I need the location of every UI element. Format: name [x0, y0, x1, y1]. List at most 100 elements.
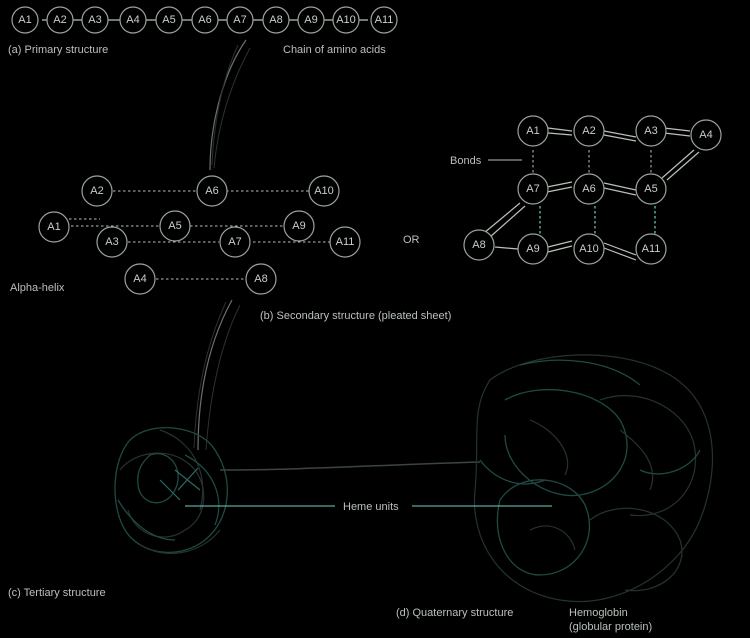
- primary-node-a5: A5: [155, 6, 183, 34]
- helix-node-a3: A3: [96, 226, 128, 258]
- svg-text:A11: A11: [375, 14, 394, 26]
- primary-node-a2: A2: [46, 6, 74, 34]
- primary-node-a7: A7: [226, 6, 254, 34]
- helix-node-a11: A11: [329, 226, 361, 258]
- sheet-node-a3: A3: [635, 115, 667, 147]
- sheet-node-a2: A2: [573, 115, 605, 147]
- svg-text:A7: A7: [526, 183, 539, 195]
- svg-text:A1: A1: [47, 221, 60, 233]
- helix-node-a5: A5: [159, 210, 191, 242]
- primary-node-a8: A8: [262, 6, 290, 34]
- protein-type: (globular protein): [569, 621, 652, 633]
- sheet-bond: [532, 150, 652, 173]
- svg-text:A3: A3: [88, 14, 101, 26]
- svg-text:A3: A3: [105, 236, 118, 248]
- sheet-backbone: [547, 132, 691, 142]
- svg-text:A10: A10: [579, 243, 599, 255]
- sheet-node-a1: A1: [517, 115, 549, 147]
- primary-node-a10: A10: [332, 6, 360, 34]
- sheet-backbone: [546, 181, 637, 191]
- sheet-node-a5: A5: [635, 173, 667, 205]
- helix-node-a1: A1: [38, 211, 70, 243]
- arrow-shade: [193, 301, 241, 451]
- svg-text:A7: A7: [228, 236, 241, 248]
- svg-text:A9: A9: [526, 243, 539, 255]
- sheet-backbone: [547, 240, 637, 256]
- svg-text:A4: A4: [133, 273, 146, 285]
- chain-label: Chain of amino acids: [283, 44, 386, 56]
- svg-text:A8: A8: [472, 239, 485, 251]
- svg-text:A7: A7: [233, 14, 246, 26]
- tertiary-structure-ribbon: [114, 427, 228, 554]
- alpha-helix: A2 A6 A10 A1 A5 A9 A3 A7 A11 A4 A8 Alpha…: [10, 175, 361, 295]
- tertiary-caption: (c) Tertiary structure: [8, 587, 106, 599]
- pleated-sheet: Bonds A1 A2 A3 A4 A7 A6 A5 A8 A9 A10 A11…: [260, 115, 722, 322]
- sheet-backbone: [547, 127, 691, 138]
- sheet-node-a10: A10: [573, 233, 605, 265]
- svg-text:A11: A11: [336, 236, 355, 248]
- primary-caption: (a) Primary structure: [8, 44, 108, 56]
- svg-text:A2: A2: [90, 185, 103, 197]
- svg-text:A8: A8: [269, 14, 282, 26]
- primary-node-a11: A11: [370, 6, 398, 34]
- svg-text:A4: A4: [699, 129, 712, 141]
- helix-node-a7: A7: [219, 226, 251, 258]
- svg-text:A5: A5: [168, 220, 181, 232]
- sheet-node-a11: A11: [635, 233, 667, 265]
- sheet-bond: [539, 206, 656, 234]
- svg-text:A6: A6: [198, 14, 211, 26]
- helix-node-a4: A4: [124, 263, 156, 295]
- svg-text:A10: A10: [336, 14, 356, 26]
- svg-text:A6: A6: [205, 185, 218, 197]
- svg-text:A4: A4: [126, 14, 139, 26]
- primary-node-a1: A1: [11, 6, 39, 34]
- sheet-node-a4: A4: [690, 119, 722, 151]
- helix-node-a10: A10: [308, 175, 340, 207]
- heme-label: Heme units: [343, 501, 399, 513]
- quaternary-caption: (d) Quaternary structure: [396, 607, 513, 619]
- svg-text:A11: A11: [642, 243, 661, 255]
- svg-text:A6: A6: [582, 183, 595, 195]
- sheet-node-a6: A6: [573, 173, 605, 205]
- primary-to-secondary-arrow: [209, 39, 247, 171]
- sheet-backbone: [547, 245, 637, 261]
- svg-text:A8: A8: [254, 273, 267, 285]
- sheet-turn: [494, 246, 519, 250]
- secondary-to-tertiary-arrow: [197, 299, 233, 451]
- svg-text:A2: A2: [582, 125, 595, 137]
- primary-node-a9: A9: [297, 6, 325, 34]
- primary-structure: A1 A2 A3 A4 A5 A6 A7 A8 A9 A10 A11 (a) P…: [8, 6, 398, 56]
- helix-node-a6: A6: [196, 175, 228, 207]
- helix-node-a9: A9: [283, 210, 315, 242]
- svg-text:A1: A1: [526, 125, 539, 137]
- primary-node-a3: A3: [81, 6, 109, 34]
- svg-text:A1: A1: [18, 14, 31, 26]
- svg-text:A5: A5: [162, 14, 175, 26]
- svg-text:A5: A5: [644, 183, 657, 195]
- helix-node-a8: A8: [245, 263, 277, 295]
- helix-bond: [69, 218, 285, 227]
- protein-name: Hemoglobin: [569, 607, 628, 619]
- helix-node-a2: A2: [81, 175, 113, 207]
- sheet-node-a8: A8: [463, 229, 495, 261]
- helix-caption: Alpha-helix: [10, 282, 65, 294]
- svg-text:A2: A2: [53, 14, 66, 26]
- bonds-label: Bonds: [450, 155, 482, 167]
- sheet-node-a7: A7: [517, 173, 549, 205]
- sheet-turn: [661, 149, 700, 181]
- sheet-node-a9: A9: [517, 233, 549, 265]
- quaternary-structure-ribbon: [473, 354, 714, 602]
- arrow-shade: [211, 44, 251, 169]
- or-label: OR: [403, 234, 420, 246]
- sheet-turn: [483, 202, 526, 238]
- svg-text:A9: A9: [304, 14, 317, 26]
- svg-text:A9: A9: [292, 220, 305, 232]
- svg-text:A3: A3: [644, 125, 657, 137]
- tertiary-to-quaternary-arrow: [219, 461, 481, 471]
- primary-node-a6: A6: [191, 6, 219, 34]
- sheet-backbone: [546, 186, 637, 196]
- svg-text:A10: A10: [314, 185, 334, 197]
- secondary-caption: (b) Secondary structure (pleated sheet): [260, 310, 451, 322]
- primary-node-a4: A4: [119, 6, 147, 34]
